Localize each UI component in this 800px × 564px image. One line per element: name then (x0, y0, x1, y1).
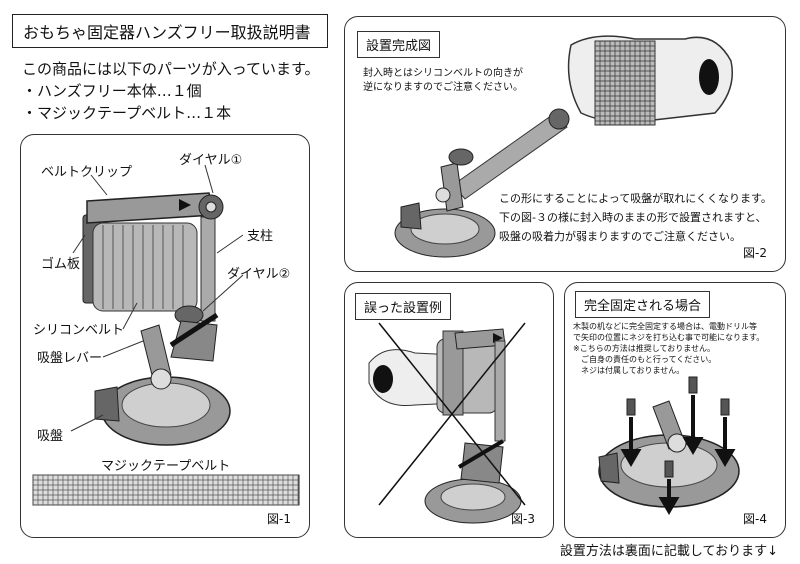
panel2-note: 封入時とはシリコンベルトの向きが 逆になりますのでご注意ください。 (363, 67, 523, 95)
panel2-note-line-2: 逆になりますのでご注意ください。 (363, 82, 523, 93)
device-diagram-1 (32, 164, 300, 506)
device-diagram-3 (368, 322, 526, 524)
panel4-text-line-3: ※こちらの方法は推奨しておりません。 (573, 344, 715, 353)
panel4-text-line-2: で矢印の位置にネジを打ち込む事で可能になります。 (573, 333, 765, 342)
panel-full-fix: 完全固定される場合 木製の机などに完全固定する場合は、電動ドリル等 で矢印の位置… (564, 282, 786, 538)
label-suction-cup: 吸盤 (37, 429, 64, 444)
label-silicone-belt: シリコンベルト (33, 323, 125, 338)
manual-title-box: おもちゃ固定器ハンズフリー取扱説明書 (12, 14, 328, 48)
label-dial-1: ダイヤル① (179, 153, 243, 168)
parts-item-2: ・マジックテープベルト…１本 (22, 104, 232, 122)
panel4-text-line-5: ネジは付属しておりません。 (573, 366, 685, 375)
panel-parts-diagram: ベルトクリップ ダイヤル① 支柱 ゴム板 ダイヤル② シリコンベルト 吸盤レバー… (20, 134, 310, 538)
panel2-desc-line-2: 下の図-３の様に封入時のままの形で設置されますと、 (499, 211, 767, 224)
panel-installed-view: 設置完成図 封入時とはシリコンベルトの向きが 逆になりますのでご注意ください。 … (344, 16, 786, 272)
panel2-desc-line-3: 吸盤の吸着力が弱まりますのでご注意ください。 (499, 230, 741, 243)
label-belt-clip: ベルトクリップ (41, 165, 133, 180)
dial-2 (174, 305, 204, 325)
belt-clip (86, 192, 214, 224)
panel2-title: 設置完成図 (357, 31, 441, 58)
footer-note: 設置方法は裏面に記載しております↓ (559, 544, 778, 559)
suction-lever (140, 324, 172, 380)
panel-wrong-installation: 誤った設置例 図-3 (344, 282, 554, 538)
device-diagram-2 (394, 35, 733, 258)
fig-3-label: 図-3 (511, 512, 535, 526)
device-diagram-4 (598, 376, 740, 515)
label-velcro-belt: マジックテープベルト (101, 459, 231, 474)
parts-intro: この商品には以下のパーツが入っています。 ・ハンズフリー本体…１個 ・マジックテ… (22, 58, 319, 124)
fig-2-label: 図-2 (743, 246, 767, 260)
panel2-desc-line-1: この形にすることによって吸盤が取れにくくなります。 (499, 192, 772, 205)
silicone-belt-roll (92, 222, 198, 312)
label-dial-2: ダイヤル② (227, 267, 291, 282)
panel4-text-line-4: ご自身の責任のもと行ってください。 (573, 355, 717, 364)
label-rubber-plate: ゴム板 (41, 257, 81, 272)
cross-mark-line-2 (378, 322, 526, 506)
panel2-description: この形にすることによって吸盤が取れにくくなります。 下の図-３の様に封入時のまま… (499, 189, 772, 246)
fig-1-label: 図-1 (267, 512, 291, 526)
panel4-text: 木製の机などに完全固定する場合は、電動ドリル等 で矢印の位置にネジを打ち込む事で… (573, 321, 764, 376)
panel3-title: 誤った設置例 (355, 293, 452, 320)
label-pillar: 支柱 (247, 229, 274, 244)
pillar (200, 216, 216, 322)
panel2-note-line-1: 封入時とはシリコンベルトの向きが (363, 68, 523, 79)
parts-item-1: ・ハンズフリー本体…１個 (22, 82, 202, 100)
fig-4-label: 図-4 (743, 512, 767, 526)
velcro-belt (32, 474, 300, 506)
parts-heading: この商品には以下のパーツが入っています。 (22, 60, 320, 78)
panel4-text-line-1: 木製の机などに完全固定する場合は、電動ドリル等 (573, 322, 757, 331)
panel4-title: 完全固定される場合 (575, 291, 711, 318)
screw-arrows (620, 376, 736, 515)
manual-title: おもちゃ固定器ハンズフリー取扱説明書 (23, 23, 311, 42)
label-suction-lever: 吸盤レバー (37, 351, 103, 366)
